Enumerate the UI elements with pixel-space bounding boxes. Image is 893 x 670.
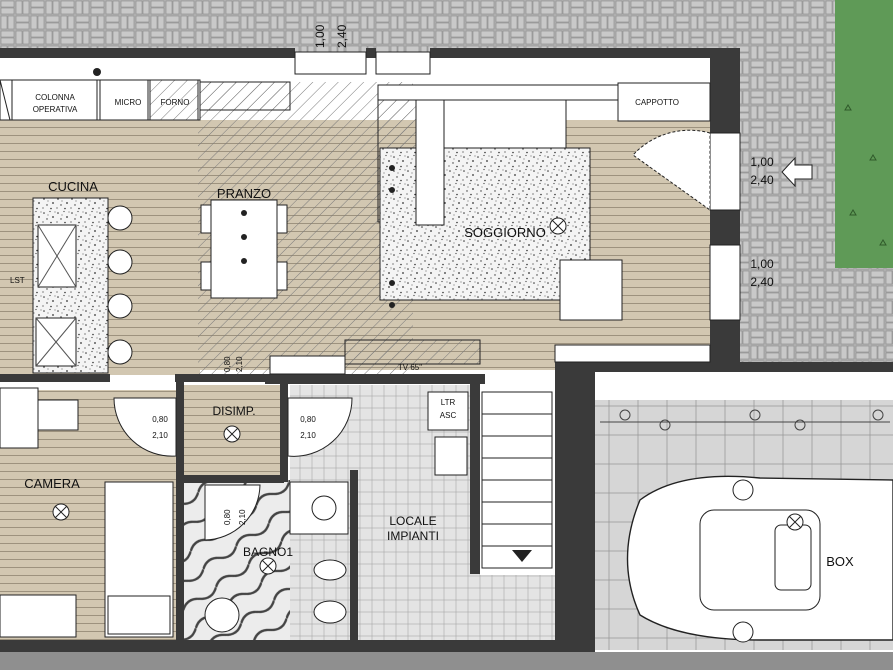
dim-right-door: 1,00 2,40 [750, 155, 774, 187]
boiler [434, 436, 468, 476]
room-soggiorno: SOGGIORNO [464, 225, 546, 240]
colonna-label: COLONNA [35, 93, 75, 102]
camera-door-swing [113, 397, 177, 457]
svg-text:2,40: 2,40 [750, 275, 774, 289]
exterior-paving-top [0, 0, 835, 52]
car [626, 475, 893, 643]
asc-label: ASC [440, 411, 457, 420]
svg-text:2,10: 2,10 [152, 431, 168, 440]
bidet [313, 559, 347, 581]
svg-text:2,40: 2,40 [335, 24, 349, 48]
top-window-2 [375, 51, 431, 75]
svg-text:1,00: 1,00 [750, 155, 774, 169]
tv-shelf-right [554, 344, 711, 363]
right-door-gap [709, 132, 741, 211]
lst-label: LST [10, 276, 25, 285]
garden-lawn [835, 0, 893, 268]
room-cucina: CUCINA [48, 179, 98, 194]
box-light-icon [786, 513, 804, 531]
walls [0, 48, 893, 670]
forno-label: FORNO [161, 98, 190, 107]
lawn-marks [844, 104, 887, 246]
bagno-light-icon [259, 557, 277, 575]
tv-shelf [269, 355, 346, 375]
right-cabinet [617, 82, 711, 122]
tv-unit [344, 339, 481, 365]
wardrobe [0, 594, 77, 638]
svg-text:2,40: 2,40 [750, 173, 774, 187]
washbasin [204, 597, 240, 633]
svg-text:0,80: 0,80 [300, 415, 316, 424]
dim-disimp-right-door: 0,80 2,10 [300, 415, 316, 440]
bagno-door-swing [204, 484, 261, 541]
top-window [294, 51, 367, 75]
kitchen-counter [0, 68, 201, 121]
dim-top-window: 1,00 2,40 [313, 24, 349, 48]
svg-text:1,00: 1,00 [313, 24, 327, 48]
dim-disimp-left-door: 0,80 2,10 [152, 415, 168, 440]
room-disimp: DISIMP. [212, 404, 255, 418]
right-window [709, 244, 741, 321]
staircase [481, 391, 553, 569]
operativa-label: OPERATIVA [33, 105, 78, 114]
top-shelf-hatched [199, 81, 291, 111]
coffee-table [559, 259, 623, 321]
room-bagno: BAGNO1 [243, 545, 293, 559]
bike-rack-left [0, 387, 39, 449]
living-lamps [389, 165, 395, 308]
micro-label: MICRO [115, 98, 142, 107]
toilet [313, 600, 347, 624]
exterior-paving-corner [835, 268, 893, 362]
entry-arrow-icon [781, 156, 813, 188]
room-locale: LOCALE [389, 514, 436, 528]
svg-text:0,80: 0,80 [223, 356, 232, 372]
tv-label: TV 65" [398, 363, 422, 372]
room-camera: CAMERA [24, 476, 80, 491]
shower-drain [311, 495, 337, 521]
camera-light-icon [52, 503, 70, 521]
entrance-door-swing [632, 129, 711, 211]
svg-text:0,80: 0,80 [152, 415, 168, 424]
sofa-seat [415, 99, 445, 226]
bed-pillow [107, 595, 171, 635]
svg-text:1,00: 1,00 [750, 257, 774, 271]
soggiorno-light-icon [549, 217, 567, 235]
room-pranzo: PRANZO [217, 186, 271, 201]
dining-table [200, 199, 288, 299]
svg-text:2,10: 2,10 [235, 356, 244, 372]
ltr-label: LTR [441, 398, 456, 407]
room-impianti: IMPIANTI [387, 529, 439, 543]
kitchen-island [32, 197, 133, 374]
room-box: BOX [826, 554, 854, 569]
svg-text:0,80: 0,80 [223, 509, 232, 525]
exterior-paving-right [740, 52, 835, 362]
stair-landing [410, 575, 555, 640]
svg-text:2,10: 2,10 [300, 431, 316, 440]
cappotto-label: CAPPOTTO [635, 98, 679, 107]
bike-row [600, 409, 890, 431]
bagno-side-door-swing [287, 397, 353, 457]
svg-text:2,10: 2,10 [238, 509, 247, 525]
dim-right-window: 1,00 2,40 [750, 257, 774, 289]
dim-pranzo-door: 0,80 2,10 [223, 356, 244, 372]
desk [37, 399, 79, 431]
dim-bagno-door: 0,80 2,10 [223, 509, 247, 525]
disimp-light-icon [223, 425, 241, 443]
ltr-asc-box [427, 391, 469, 431]
